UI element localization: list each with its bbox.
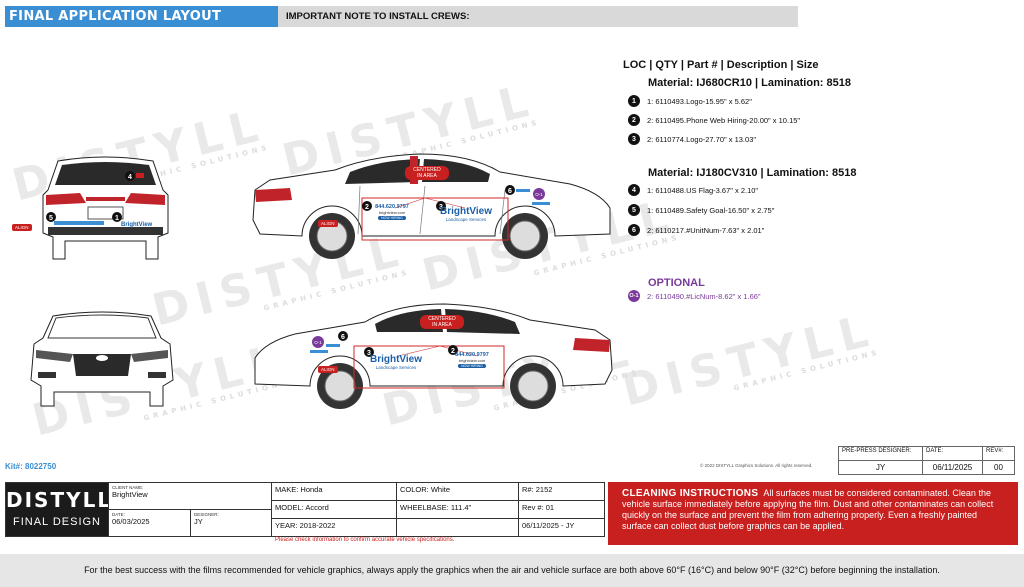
copyright: © 2022 DISTYLL Graphics Solutions. All r…	[700, 463, 813, 468]
prepress-rev: 00	[982, 460, 1015, 475]
svg-text:3: 3	[367, 350, 371, 357]
align-tag: ALIGN	[12, 224, 32, 231]
make-cell: MAKE: Honda	[271, 482, 396, 500]
year-cell: YEAR: 2018-2022	[271, 518, 396, 537]
layout-title: FINAL APPLICATION LAYOUT	[5, 6, 278, 27]
install-temperature-note: For the best success with the films reco…	[0, 554, 1024, 587]
legend-heading: LOC | QTY | Part # | Description | Size	[623, 59, 819, 71]
svg-text:2: 2	[451, 348, 455, 355]
passenger-side-car: 3 2 6 O-1	[254, 303, 613, 409]
model-cell: MODEL: Accord	[271, 500, 396, 518]
centered-tag-top: CENTERED IN AREA	[405, 166, 449, 180]
rear-view-car: 4 5 1 BrightView	[42, 156, 169, 260]
date-cell: DATE:06/03/2025	[108, 509, 190, 537]
front-view-car	[30, 311, 174, 407]
align-tag: ALIGN	[318, 220, 338, 227]
phone-web-hiring-graphic: 844.620.9797 brightview.com NOW HIRING	[455, 352, 489, 368]
phone-web-hiring-graphic: 844.620.9797 brightview.com NOW HIRING	[375, 204, 409, 220]
rear-brightview-logo: BrightView	[121, 222, 153, 228]
color-cell: COLOR: White	[396, 482, 518, 500]
brightview-logo-bottom: BrightView Landscape Services	[369, 354, 423, 370]
optional-heading: OPTIONAL	[648, 277, 705, 289]
prepress-table: PRE-PRESS DESIGNER: DATE: REV#: JY 06/11…	[838, 446, 1015, 475]
svg-text:2: 2	[365, 204, 369, 211]
cleaning-instructions: CLEANING INSTRUCTIONS All surfaces must …	[608, 482, 1018, 545]
svg-text:6: 6	[341, 334, 345, 341]
job-info-block: DISTYLL FINAL DESIGN CLIENT NAME:BrightV…	[5, 482, 605, 537]
svg-text:O-1: O-1	[314, 340, 322, 345]
align-tag: ALIGN	[318, 366, 338, 373]
centered-tag-bottom: CENTERED IN AREA	[420, 315, 464, 329]
svg-text:O-1: O-1	[535, 192, 543, 197]
install-note-label: IMPORTANT NOTE TO INSTALL CREWS:	[278, 6, 798, 27]
prepress-date: 06/11/2025	[922, 460, 983, 475]
rev-cell: Rev #: 01	[518, 500, 605, 518]
svg-text:1: 1	[115, 215, 119, 222]
kit-number: Kit#: 8022750	[5, 462, 57, 471]
svg-text:3: 3	[439, 204, 443, 211]
wheelbase-cell: WHEELBASE: 111.4"	[396, 500, 518, 518]
rev-date-cell: 06/11/2025 - JY	[518, 518, 605, 537]
r-number-cell: R#: 2152	[518, 482, 605, 500]
svg-text:5: 5	[49, 215, 53, 222]
client-cell: CLIENT NAME:BrightView	[108, 482, 271, 509]
material-2: Material: IJ180CV310 | Lamination: 8518	[648, 167, 857, 179]
brightview-logo-top: BrightView Landscape Services	[439, 206, 493, 222]
material-1: Material: IJ680CR10 | Lamination: 8518	[648, 77, 851, 89]
prepress-designer: JY	[838, 460, 923, 475]
svg-text:4: 4	[128, 174, 132, 181]
designer-cell: DESIGNER:JY	[190, 509, 271, 537]
distyll-logo: DISTYLL FINAL DESIGN	[6, 483, 110, 536]
spec-warning: Please check information to confirm accu…	[275, 537, 455, 543]
svg-text:6: 6	[508, 188, 512, 195]
